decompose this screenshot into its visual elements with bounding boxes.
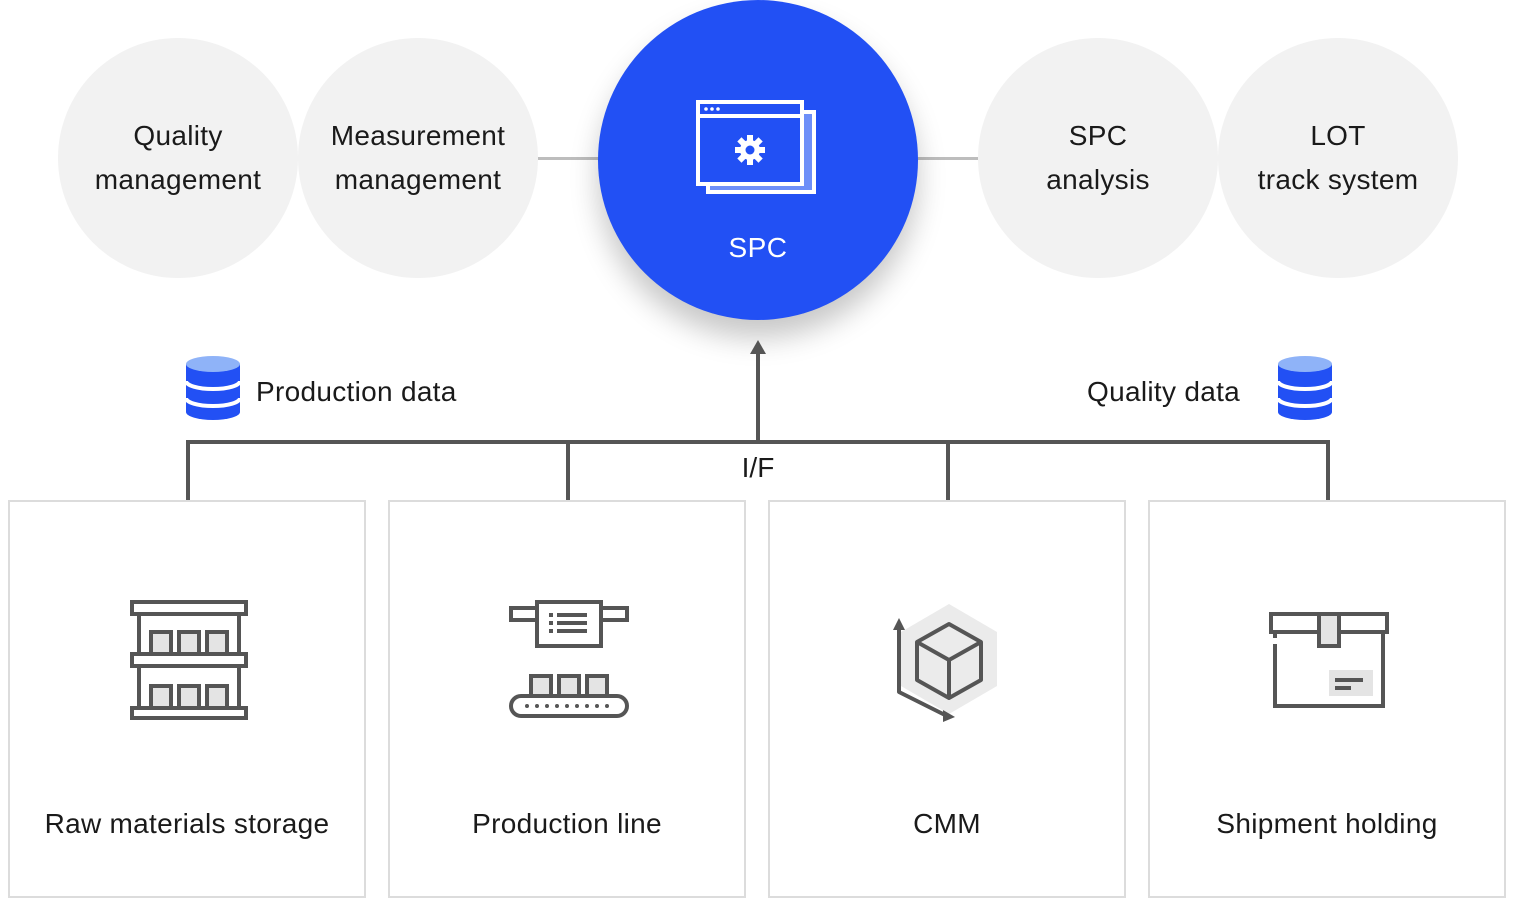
cmm-box: CMM [768,500,1126,898]
rotating-cube-icon [893,604,997,722]
window-gear-icon [696,100,816,194]
lot-track-system-label-1: LOT [1310,120,1366,151]
lot-track-system-label-2: track system [1257,164,1419,195]
raw-materials-storage-label: Raw materials storage [44,808,330,839]
conveyor-belt-icon [509,600,629,718]
quality-management-label-2: management [94,164,262,195]
quality-management-node: Quality management [58,38,298,278]
spc-label: SPC [728,232,788,263]
quality-database-icon [1276,356,1334,420]
shipment-holding-label: Shipment holding [1216,808,1438,839]
spc-analysis-node: SPC analysis [978,38,1218,278]
package-box-icon [1269,612,1389,708]
spc-analysis-label-1: SPC [1068,120,1128,151]
raw-materials-storage-box: Raw materials storage [8,500,366,898]
production-line-box: Production line [388,500,746,898]
measurement-management-label-2: management [334,164,502,195]
spc-analysis-label-2: analysis [1046,164,1150,195]
lot-track-system-node: LOT track system [1218,38,1458,278]
measurement-management-label-1: Measurement [330,120,506,151]
production-database-icon [184,356,242,420]
warehouse-shelf-icon [130,600,248,720]
interface-label: I/F [741,452,775,483]
production-data-label: Production data [256,376,457,407]
measurement-management-node: Measurement management [298,38,538,278]
right-connector [916,157,978,160]
production-line-label: Production line [472,808,662,839]
cmm-label: CMM [913,808,981,839]
quality-data-label: Quality data [1087,376,1241,407]
shipment-holding-box: Shipment holding [1148,500,1506,898]
left-connector [538,157,600,160]
spc-center-node: SPC [598,0,918,320]
quality-management-label-1: Quality [133,120,223,151]
